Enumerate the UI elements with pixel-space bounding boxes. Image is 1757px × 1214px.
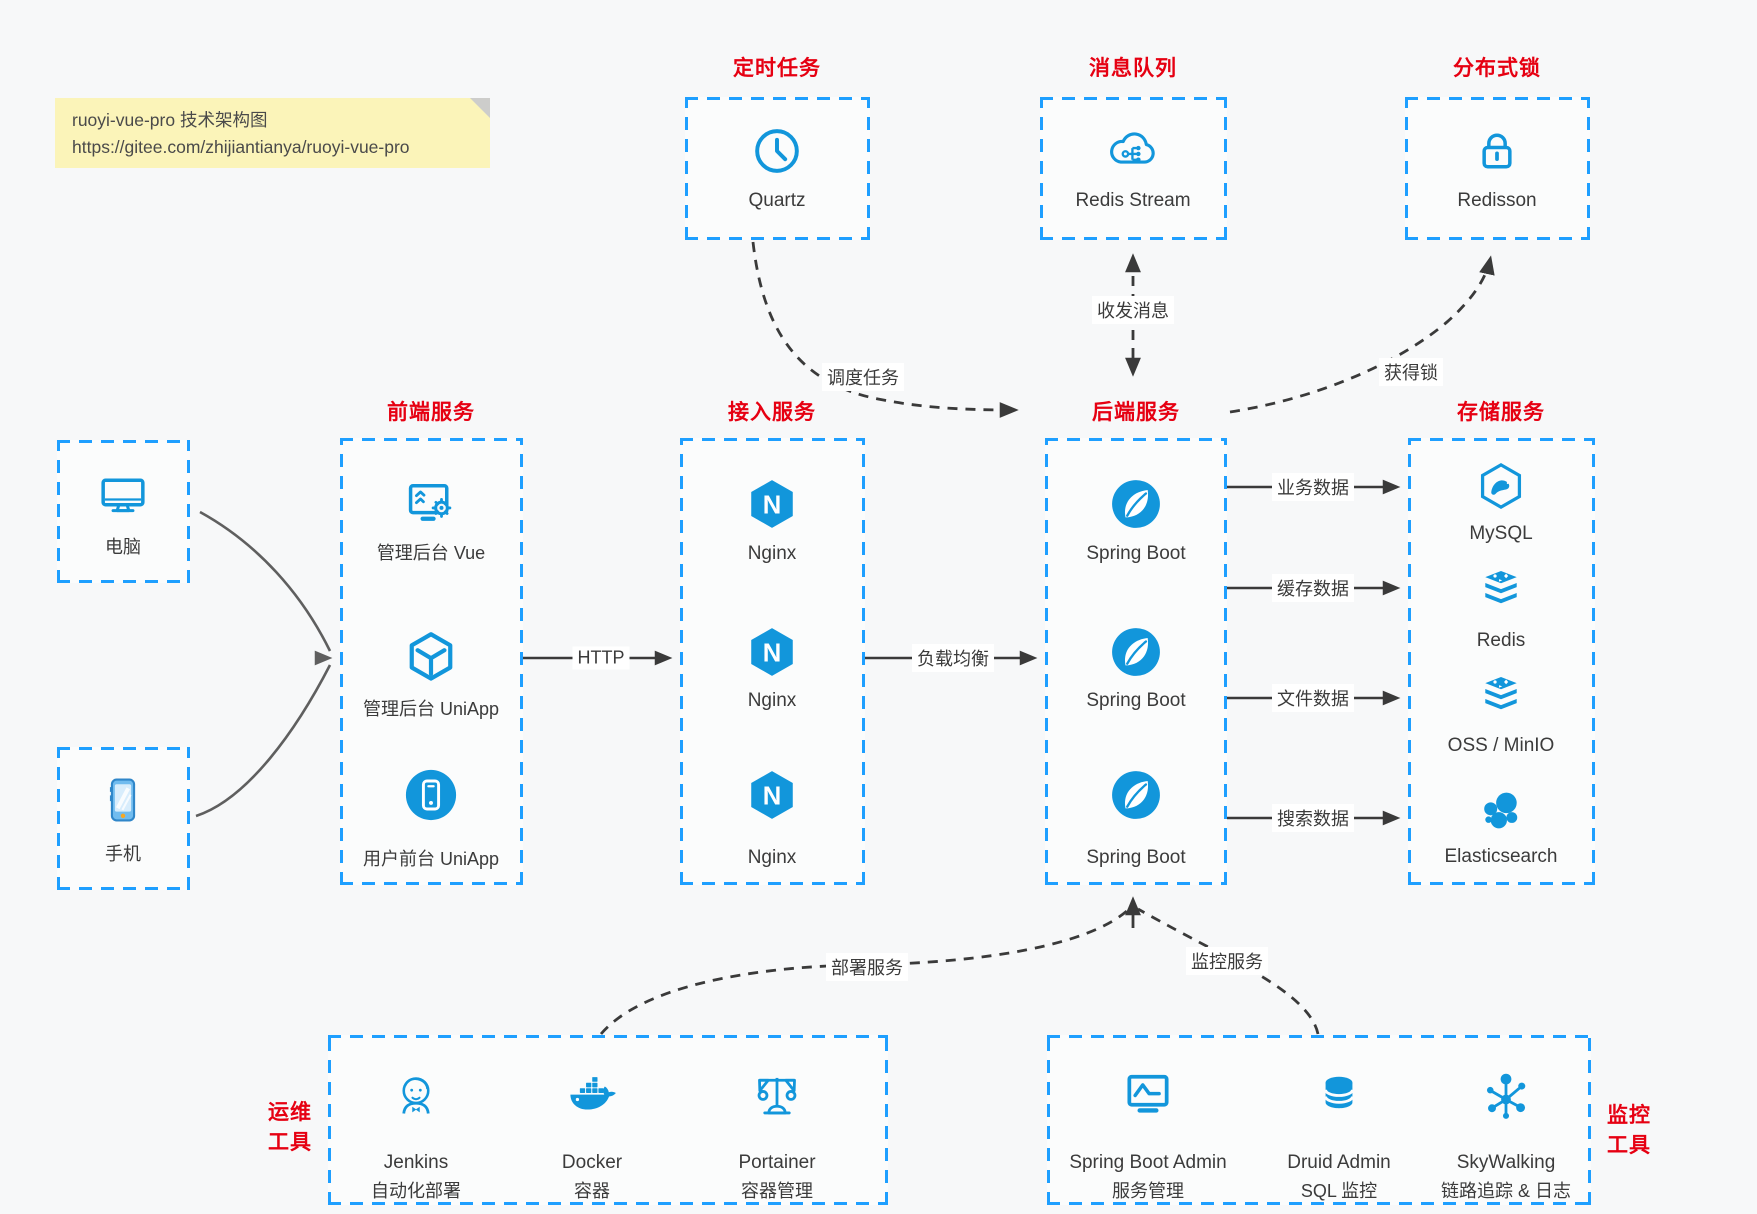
cloud-stream-icon — [1105, 123, 1161, 179]
mobile-label: 手机 — [105, 844, 141, 864]
group-title-message-queue: 消息队列 — [1089, 57, 1177, 80]
edge-label-load-balance: 负载均衡 — [912, 644, 994, 672]
nginx-label: Nginx — [747, 847, 797, 868]
redis-stream-label: Redis Stream — [1075, 190, 1191, 211]
ops-tools-line2: 工具 — [268, 1131, 312, 1154]
mysql-label: MySQL — [1469, 523, 1533, 544]
column-title-frontend: 前端服务 — [387, 401, 475, 424]
skywalking-sublabel: 链路追踪 & 日志 — [1440, 1181, 1572, 1201]
column-title-backend: 后端服务 — [1092, 401, 1180, 424]
note-title: ruoyi-vue-pro 技术架构图 — [72, 110, 268, 130]
edge-label-file-data: 文件数据 — [1272, 684, 1354, 712]
edge-label-http: HTTP — [572, 646, 630, 670]
jenkins-sublabel: 自动化部署 — [371, 1181, 461, 1201]
sticky-note: ruoyi-vue-pro 技术架构图 https://gitee.com/zh… — [55, 98, 490, 168]
box-pc-client — [57, 440, 190, 583]
edge-label-search-data: 搜索数据 — [1272, 804, 1354, 832]
docker-sublabel: 容器 — [574, 1181, 610, 1201]
lock-icon — [1469, 123, 1525, 179]
edge-label-message: 收发消息 — [1092, 296, 1174, 324]
quartz-label: Quartz — [748, 190, 806, 211]
mobile-to-frontend-curve — [195, 664, 332, 818]
edge-label-monitor-service: 监控服务 — [1186, 947, 1268, 975]
redis-label: Redis — [1476, 630, 1526, 651]
monitor-tools-line2: 工具 — [1607, 1134, 1651, 1157]
edge-label-business-data: 业务数据 — [1272, 473, 1354, 501]
elasticsearch-label: Elasticsearch — [1444, 846, 1558, 867]
clock-icon — [749, 123, 805, 179]
svg-text:N: N — [763, 639, 782, 667]
column-title-gateway: 接入服务 — [728, 401, 816, 424]
pc-label: 电脑 — [105, 537, 141, 557]
druid-label: Druid Admin — [1287, 1152, 1391, 1173]
nginx-icon: N — [744, 624, 800, 680]
box-quartz — [685, 97, 870, 240]
spring-boot-icon — [1108, 624, 1164, 680]
spring-boot-icon — [1108, 476, 1164, 532]
spring-boot-label: Spring Boot — [1086, 690, 1186, 711]
user-uniapp-icon — [403, 767, 459, 823]
nginx-label: Nginx — [747, 690, 797, 711]
docker-icon — [564, 1068, 620, 1124]
portainer-label: Portainer — [738, 1152, 816, 1173]
edge-label-schedule-task: 调度任务 — [822, 363, 904, 391]
group-title-scheduled-task: 定时任务 — [733, 57, 821, 80]
oss-minio-icon — [1475, 671, 1527, 723]
monitor-tools-line1: 监控 — [1607, 1104, 1651, 1127]
skywalking-icon — [1478, 1068, 1534, 1124]
skywalking-label: SkyWalking — [1456, 1152, 1556, 1173]
phone-icon — [95, 772, 151, 828]
nginx-icon: N — [744, 476, 800, 532]
pc-to-frontend-curve — [199, 510, 332, 652]
elasticsearch-icon — [1475, 785, 1527, 837]
nginx-label: Nginx — [747, 543, 797, 564]
box-mobile-client — [57, 747, 190, 890]
docker-label: Docker — [561, 1152, 623, 1173]
druid-sublabel: SQL 监控 — [1300, 1181, 1378, 1201]
redisson-label: Redisson — [1457, 190, 1537, 211]
admin-vue-icon — [403, 477, 459, 533]
desktop-icon — [95, 468, 151, 524]
svg-text:N: N — [763, 782, 782, 810]
oss-minio-label: OSS / MinIO — [1447, 735, 1555, 756]
group-title-ops-tools: 运维 工具 — [268, 1098, 312, 1158]
redis-icon — [1475, 565, 1527, 617]
box-ops-tools — [328, 1035, 888, 1205]
user-uniapp-label: 用户前台 UniApp — [362, 849, 500, 869]
spring-boot-icon — [1108, 767, 1164, 823]
edge-label-deploy-service: 部署服务 — [826, 953, 908, 981]
admin-vue-label: 管理后台 Vue — [376, 543, 486, 563]
nginx-icon: N — [744, 767, 800, 823]
portainer-sublabel: 容器管理 — [741, 1181, 813, 1201]
box-redis-stream — [1040, 97, 1227, 240]
spring-boot-label: Spring Boot — [1086, 543, 1186, 564]
group-title-monitor-tools: 监控 工具 — [1607, 1101, 1651, 1161]
jenkins-icon — [388, 1068, 444, 1124]
group-title-distributed-lock: 分布式锁 — [1453, 57, 1541, 80]
edge-label-cache-data: 缓存数据 — [1272, 574, 1354, 602]
svg-text:N: N — [763, 491, 782, 519]
portainer-icon — [749, 1068, 805, 1124]
admin-uniapp-label: 管理后台 UniApp — [362, 699, 500, 719]
jenkins-label: Jenkins — [383, 1152, 449, 1173]
spring-boot-label: Spring Boot — [1086, 847, 1186, 868]
edge-label-acquire-lock: 获得锁 — [1379, 358, 1443, 386]
mysql-icon — [1475, 460, 1527, 512]
acquire-lock-curve — [1229, 255, 1495, 414]
spring-boot-admin-icon — [1120, 1068, 1176, 1124]
uniapp-cube-icon — [403, 629, 459, 685]
note-url: https://gitee.com/zhijiantianya/ruoyi-vu… — [72, 137, 410, 157]
column-title-storage: 存储服务 — [1457, 401, 1545, 424]
spring-boot-admin-sublabel: 服务管理 — [1112, 1181, 1184, 1201]
note-fold-corner — [470, 98, 490, 118]
box-storage — [1408, 438, 1595, 885]
ops-tools-line1: 运维 — [268, 1101, 312, 1124]
spring-boot-admin-label: Spring Boot Admin — [1069, 1152, 1227, 1173]
box-monitor-tools — [1047, 1035, 1591, 1205]
druid-icon — [1311, 1068, 1367, 1124]
